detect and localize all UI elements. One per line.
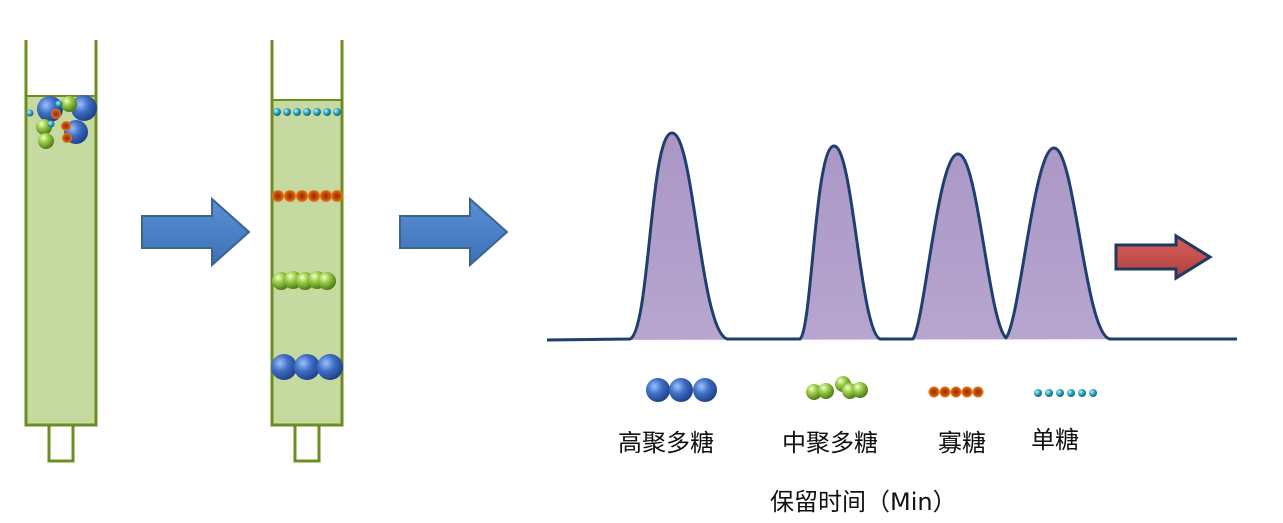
mixed-sample-particles [26,95,97,149]
legend-label-oligosaccharide: 寡糖 [938,429,986,457]
oligosaccharide-particle [284,190,296,202]
legend-label-high-polysaccharide: 高聚多糖 [618,429,714,457]
monosaccharide-particle [293,108,301,116]
high-polysaccharide-band [271,354,343,380]
legend-monosaccharide-icon [1034,389,1097,397]
column-outlet [293,423,321,463]
high-polysaccharide-particle [317,354,343,380]
oligosaccharide-particle [308,190,320,202]
legend-high-polysaccharide-icon [646,378,717,402]
high-polysaccharide-particle [71,95,97,121]
medium-polysaccharide-particle [61,96,77,112]
oligosaccharide-band [272,190,343,202]
legend-label-monosaccharide: 单糖 [1031,426,1079,454]
monosaccharide-particle [333,108,341,116]
chromatogram [546,131,1237,342]
flow-arrow [399,196,509,268]
monosaccharide-particle [55,100,63,108]
monosaccharide-particle [47,120,55,128]
high-polysaccharide-particle [37,96,63,122]
chromatogram-peaks [546,131,1237,342]
monosaccharide-particle [303,108,311,116]
oligosaccharide-particle [272,190,284,202]
high-polysaccharide-particle [294,354,320,380]
monosaccharide-particle [313,108,321,116]
medium-polysaccharide-band [272,271,336,290]
flow-arrow [141,196,251,268]
time-direction-arrow [1114,233,1213,281]
column-before-separation [24,40,98,463]
oligosaccharide-particle [62,133,72,143]
high-polysaccharide-particle [271,354,297,380]
oligosaccharide-particle [320,190,332,202]
oligosaccharide-particle [331,190,343,202]
oligosaccharide-particle [296,190,308,202]
legend-medium-polysaccharide-icon [806,376,868,400]
monosaccharide-particle [26,109,34,117]
column-outlet [47,423,75,463]
legend-oligosaccharide-icon [928,386,984,398]
oligosaccharide-particle [51,109,61,119]
monosaccharide-particle [273,108,281,116]
monosaccharide-band [273,108,341,116]
monosaccharide-particle [283,108,291,116]
oligosaccharide-particle [61,121,71,131]
retention-time-caption: 保留时间（Min） [770,488,957,516]
monosaccharide-particle [323,108,331,116]
column-after-separation [270,40,344,463]
column-body [26,96,96,425]
medium-polysaccharide-particle [318,272,336,290]
legend-label-medium-polysaccharide: 中聚多糖 [782,429,878,457]
medium-polysaccharide-particle [38,133,54,149]
